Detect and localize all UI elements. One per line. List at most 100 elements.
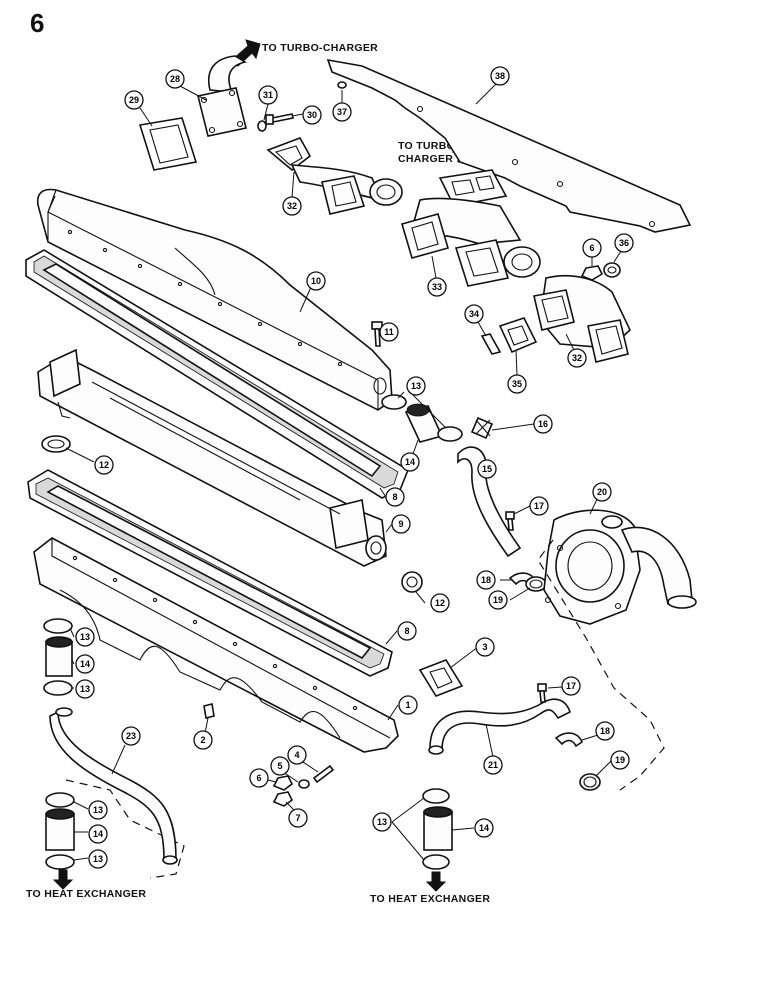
callout-8-lower: 8 [397, 621, 417, 641]
callout-9: 9 [391, 514, 411, 534]
exhaust-manifold-32-upper [266, 137, 403, 215]
callout-32-lower: 32 [567, 348, 587, 368]
svg-text:2: 2 [200, 735, 205, 745]
callout-35: 35 [507, 374, 527, 394]
guide-line-pump [537, 539, 665, 791]
svg-text:19: 19 [493, 595, 503, 605]
callout-1: 1 [398, 695, 418, 715]
washer-5 [298, 779, 310, 789]
hose-14-bottom-right [423, 806, 453, 851]
gasket-8-upper [25, 249, 409, 499]
cooler-housing-1 [33, 537, 399, 753]
hose-clamp-13-bottom-right-a [422, 788, 450, 804]
svg-text:12: 12 [435, 598, 445, 608]
svg-text:35: 35 [512, 379, 522, 389]
callout-4: 4 [287, 745, 307, 765]
svg-text:3: 3 [482, 642, 487, 652]
housing-20 [543, 509, 697, 625]
callout-31: 31 [258, 85, 278, 105]
svg-text:5: 5 [277, 761, 282, 771]
callout-13-bottom-left-a: 13 [88, 800, 108, 820]
o-ring-19-lower [579, 773, 601, 791]
callout-6-lower: 6 [249, 768, 269, 788]
callout-21: 21 [483, 755, 503, 775]
heat-shield-38 [326, 58, 692, 233]
hose-14-left-upper [45, 636, 73, 677]
hose-clamp-13-bottom-left-b [45, 854, 75, 870]
svg-text:38: 38 [495, 71, 505, 81]
callout-23: 23 [121, 726, 141, 746]
nut-6-upper [580, 265, 604, 281]
callout-32-upper: 32 [282, 196, 302, 216]
callout-13-bottom-left-b: 13 [88, 849, 108, 869]
hose-14-bottom-left [45, 808, 75, 851]
bolt-30 [265, 113, 294, 125]
callout-8-upper: 8 [385, 487, 405, 507]
svg-text:16: 16 [538, 419, 548, 429]
callout-13-left-b: 13 [75, 679, 95, 699]
svg-text:7: 7 [295, 813, 300, 823]
hose-clamp-13-bottom-left-a [45, 792, 75, 808]
hose-clamp-13-bottom-right-b [422, 854, 450, 870]
svg-text:32: 32 [572, 353, 582, 363]
callout-11: 11 [379, 322, 399, 342]
callout-29: 29 [124, 90, 144, 110]
page-number: 6 [30, 8, 45, 38]
callout-5: 5 [270, 756, 290, 776]
svg-text:21: 21 [488, 760, 498, 770]
label-to-heat-exchanger-right: TO HEAT EXCHANGER [370, 893, 491, 905]
nut-6-lower [272, 775, 294, 791]
svg-text:8: 8 [392, 492, 397, 502]
gasket-3 [418, 659, 464, 697]
seal-12-right [401, 571, 423, 593]
exhaust-manifold-33 [401, 169, 541, 287]
svg-text:18: 18 [481, 575, 491, 585]
callout-20: 20 [592, 482, 612, 502]
svg-text:30: 30 [307, 110, 317, 120]
label-to-turbo-charger-top: TO TURBO-CHARGER [262, 42, 379, 54]
callout-13-upper: 13 [406, 376, 426, 396]
arrow-to-heat-left [52, 869, 74, 890]
hose-clamp-13-upper-a [381, 394, 407, 410]
turbo-elbow-28 [197, 55, 248, 137]
exhaust-manifold-32-lower [533, 274, 631, 363]
callout-18-upper: 18 [476, 570, 496, 590]
callout-13-left-a: 13 [75, 627, 95, 647]
svg-text:13: 13 [377, 817, 387, 827]
lockwasher-31 [257, 120, 267, 132]
callout-28: 28 [165, 69, 185, 89]
washer-37 [337, 81, 347, 89]
plug-2 [203, 703, 215, 719]
svg-text:13: 13 [80, 632, 90, 642]
svg-text:4: 4 [294, 750, 299, 760]
svg-text:17: 17 [534, 501, 544, 511]
svg-text:1: 1 [405, 700, 410, 710]
svg-text:31: 31 [263, 90, 273, 100]
guide-line-tube-23 [65, 779, 185, 879]
callout-12-left: 12 [94, 455, 114, 475]
callout-37: 37 [332, 102, 352, 122]
callout-14-bottom-right: 14 [474, 818, 494, 838]
svg-text:12: 12 [99, 460, 109, 470]
label-to-heat-exchanger-left: TO HEAT EXCHANGER [26, 888, 147, 900]
svg-text:19: 19 [615, 755, 625, 765]
svg-text:20: 20 [597, 487, 607, 497]
svg-text:13: 13 [93, 805, 103, 815]
water-tube-21 [428, 698, 571, 755]
svg-text:11: 11 [384, 327, 394, 337]
svg-text:18: 18 [600, 726, 610, 736]
svg-text:6: 6 [256, 773, 261, 783]
callout-6-upper: 6 [582, 238, 602, 258]
fitting-16 [470, 416, 494, 440]
water-tube-23 [49, 707, 178, 865]
callout-17-lower: 17 [561, 676, 581, 696]
hose-14-upper [404, 403, 444, 443]
svg-text:10: 10 [311, 276, 321, 286]
arrow-to-heat-right [425, 871, 447, 892]
svg-text:29: 29 [129, 95, 139, 105]
svg-text:14: 14 [93, 829, 103, 839]
callout-16: 16 [533, 414, 553, 434]
callout-34: 34 [464, 304, 484, 324]
